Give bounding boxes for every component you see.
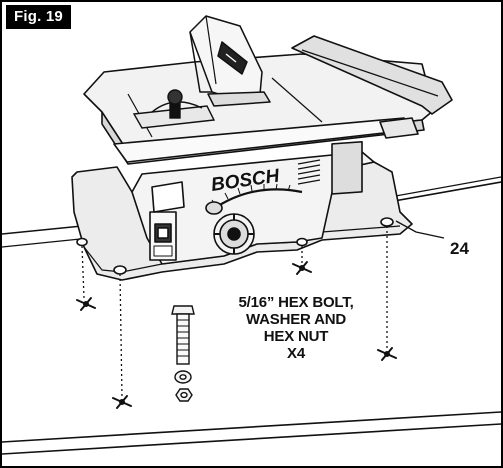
miter-slot-right [271,77,323,123]
right-extension [379,117,419,139]
drop-line-front-left [119,273,123,399]
mounting-hole-markers [76,261,397,409]
hole-marker-mid [292,261,312,275]
figure-label: Fig. 19 [6,5,71,29]
hole-marker-front-left [112,395,132,409]
blade-guard [189,15,271,107]
miter-gauge [132,89,216,129]
base-left-label [153,245,173,257]
hardware-note-line: WASHER AND [246,311,346,328]
table-top [83,35,453,165]
hole-marker-back-left [76,297,96,311]
base-left-lock-inner [157,227,169,239]
base-right-panel [331,141,363,195]
bolt-drop-lines [81,226,388,399]
workbench-front-face [2,423,501,455]
hardware-note-line: HEX NUT [263,328,329,345]
washer [174,370,192,384]
hex-nut [175,388,193,402]
hardware-note-line: 5/16” HEX BOLT, [238,294,354,311]
foot-hole-front-right [380,217,394,227]
workbench-front-edge [2,411,501,443]
workbench-left-line [2,237,91,248]
drop-line-back-left [81,245,85,299]
hardware-note: 5/16” HEX BOLT, WASHER AND HEX NUT X4 [212,294,380,362]
hole-marker-front-right [377,347,397,361]
foot-hole-front-left [113,265,127,275]
callout-number: 24 [450,239,469,258]
housing-window [151,181,185,213]
foot-hole-mid [296,237,308,247]
rip-fence-rail [291,35,453,115]
callout-24-leader [395,220,445,239]
hex-bolt [171,305,195,365]
foot-hole-back-left [76,237,88,247]
rip-fence-rail-ridge [301,49,439,97]
hardware-note-line: X4 [287,345,305,362]
hardware [171,305,195,402]
blade-height-wheel [205,201,255,255]
motor-vent [297,159,321,185]
saw-base [71,141,413,281]
